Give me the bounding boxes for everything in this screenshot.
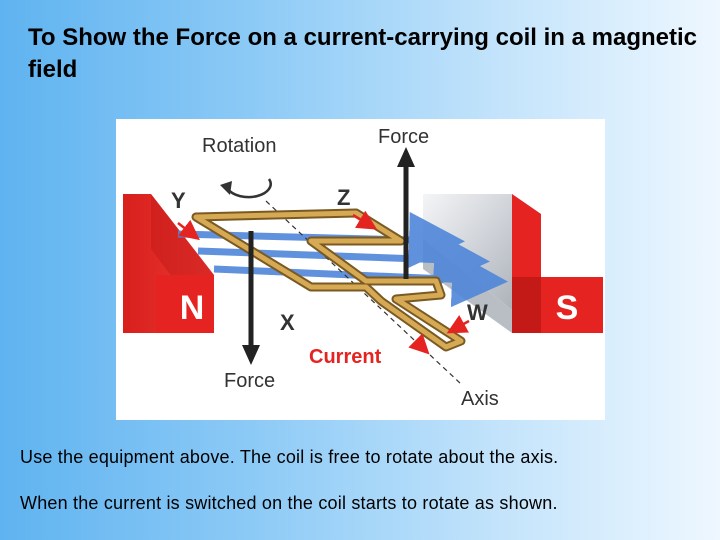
instruction-text-1: Use the equipment above. The coil is fre… — [20, 447, 559, 467]
north-magnet: N — [123, 194, 214, 333]
north-pole-label: N — [180, 289, 205, 327]
side-y-label: Y — [171, 188, 186, 213]
slide-title: To Show the Force on a current-carrying … — [28, 24, 698, 83]
force-arrow-down — [242, 231, 260, 365]
rotation-label: Rotation — [202, 135, 277, 157]
force-arrow-up — [397, 147, 415, 279]
force-bottom-label: Force — [224, 370, 275, 392]
current-arrows — [177, 210, 470, 355]
side-w-label: W — [467, 300, 488, 325]
side-z-label: Z — [337, 185, 350, 210]
south-pole-label: S — [556, 289, 579, 327]
axis-label: Axis — [461, 388, 499, 410]
current-label: Current — [309, 346, 382, 368]
side-x-label: X — [280, 310, 295, 335]
coil — [191, 208, 466, 352]
force-top-label: Force — [378, 126, 429, 148]
motor-effect-diagram: N S — [116, 119, 605, 420]
diagram-svg: N S — [123, 126, 603, 410]
rotation-indicator — [220, 178, 272, 199]
instruction-text-2: When the current is switched on the coil… — [20, 493, 558, 513]
